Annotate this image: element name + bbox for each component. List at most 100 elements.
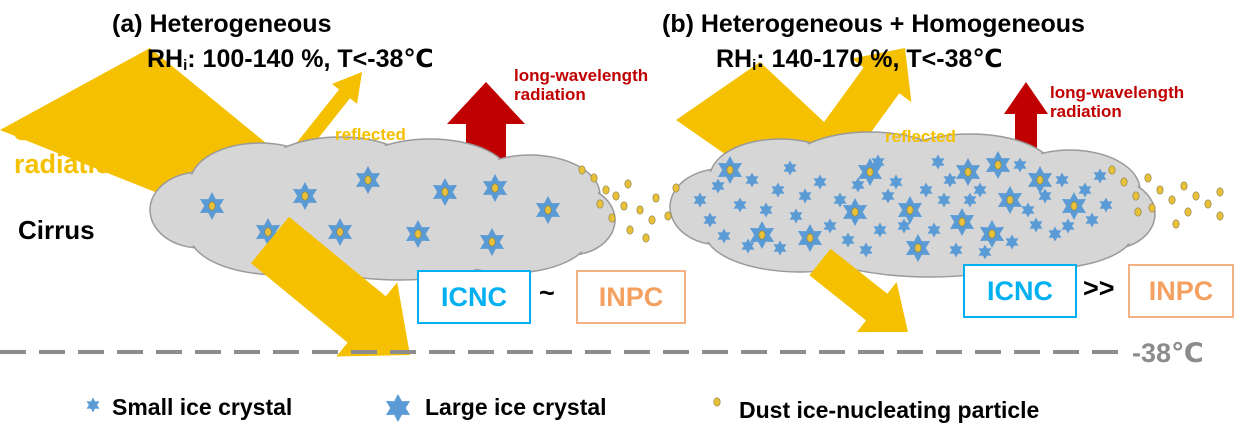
small-ice-crystal-icon bbox=[1099, 197, 1113, 213]
longwave-label-line2: radiation bbox=[1050, 102, 1122, 121]
small-ice-crystal-icon bbox=[833, 192, 847, 208]
small-ice-crystal-icon bbox=[881, 188, 895, 204]
dust-particle-icon bbox=[624, 179, 632, 189]
small-ice-crystal-icon bbox=[783, 160, 797, 176]
dust-particle-icon bbox=[602, 185, 610, 195]
small-ice-crystal-icon bbox=[741, 238, 755, 254]
small-ice-crystal-icon bbox=[931, 154, 945, 170]
small-ice-crystal-icon bbox=[771, 182, 785, 198]
panel-a-inpc-box: INPC bbox=[576, 270, 686, 324]
small-ice-crystal-icon bbox=[841, 232, 855, 248]
dust-particle-icon bbox=[642, 233, 650, 243]
small-ice-crystal-icon bbox=[927, 222, 941, 238]
panel-a-reflected-label: reflected bbox=[335, 125, 406, 144]
large-ice-crystal-icon bbox=[255, 218, 281, 246]
large-ice-crystal-icon bbox=[979, 220, 1005, 248]
dust-particle-icon bbox=[1108, 165, 1116, 175]
dust-particle-icon bbox=[612, 191, 620, 201]
dust-particle-icon bbox=[620, 201, 628, 211]
dust-particle-icon bbox=[648, 215, 656, 225]
small-ice-crystal-icon bbox=[733, 197, 747, 213]
small-ice-crystal-icon bbox=[717, 228, 731, 244]
panel-b-icnc-box: ICNC bbox=[963, 264, 1077, 318]
solar-label-line1: Solar bbox=[14, 116, 82, 146]
large-ice-crystal-icon bbox=[717, 156, 743, 184]
small-ice-crystal-icon bbox=[871, 154, 885, 170]
dust-particle-icon bbox=[1156, 185, 1164, 195]
small-ice-crystal-icon bbox=[773, 240, 787, 256]
large-ice-crystal-icon bbox=[327, 218, 353, 246]
small-ice-crystal-icon bbox=[943, 172, 957, 188]
small-ice-crystal-icon bbox=[919, 182, 933, 198]
large-ice-crystal-icon bbox=[479, 228, 505, 256]
panel-b-inpc-box: INPC bbox=[1128, 264, 1234, 318]
dust-particle-icon bbox=[1216, 187, 1224, 197]
dust-particle-icon bbox=[596, 199, 604, 209]
small-ice-crystal-icon bbox=[851, 177, 865, 193]
dust-particle-icon bbox=[636, 205, 644, 215]
panel-b-longwave-label: long-wavelength radiation bbox=[1050, 83, 1184, 121]
dust-particle-icon bbox=[664, 211, 672, 221]
dust-particle-icon bbox=[626, 225, 634, 235]
rh-condition-text: : 100-140 %, T<-38℃ bbox=[187, 45, 434, 73]
dust-particle-icon bbox=[1180, 181, 1188, 191]
panel-b-reflected-label: reflected bbox=[885, 127, 956, 146]
large-ice-crystal-icon bbox=[482, 174, 508, 202]
dust-particle-icon bbox=[608, 213, 616, 223]
small-ice-crystal-icon bbox=[789, 208, 803, 224]
dust-particle-icon bbox=[1132, 191, 1140, 201]
legend-dust-particle-icon bbox=[713, 397, 721, 407]
dust-particle-icon bbox=[1144, 173, 1152, 183]
dust-particle-icon bbox=[1172, 219, 1180, 229]
large-ice-crystal-icon bbox=[405, 220, 431, 248]
panel-b-title: (b) Heterogeneous + Homogeneous bbox=[662, 10, 1085, 38]
large-ice-crystal-icon bbox=[199, 192, 225, 220]
solar-beam-transmitted-b bbox=[809, 248, 908, 333]
large-ice-crystal-icon bbox=[985, 151, 1011, 179]
small-ice-crystal-icon bbox=[963, 192, 977, 208]
small-ice-crystal-icon bbox=[1038, 188, 1052, 204]
small-ice-crystal-icon bbox=[873, 222, 887, 238]
panel-b-rh-condition: RHi: 140-170 %, T<-38℃ bbox=[716, 44, 1003, 74]
small-ice-crystal-icon bbox=[1061, 218, 1075, 234]
temperature-line-label: -38℃ bbox=[1132, 338, 1204, 368]
small-ice-crystal-icon bbox=[978, 244, 992, 260]
small-ice-crystal-icon bbox=[859, 242, 873, 258]
small-ice-crystal-icon bbox=[1021, 202, 1035, 218]
large-ice-crystal-icon bbox=[535, 196, 561, 224]
legend-dust-particle: Dust ice-nucleating particle bbox=[739, 397, 1040, 423]
small-ice-crystal-icon bbox=[1093, 168, 1107, 184]
large-ice-crystal-icon bbox=[797, 224, 823, 252]
small-ice-crystal-icon bbox=[1005, 234, 1019, 250]
solar-label-line2: radiation bbox=[14, 149, 129, 179]
large-ice-crystal-icon bbox=[997, 186, 1023, 214]
rh-subscript: i bbox=[183, 57, 188, 74]
legend-small-star-icon bbox=[86, 397, 100, 413]
solar-beam-transmitted-a bbox=[251, 216, 410, 357]
large-ice-crystal-icon bbox=[292, 182, 318, 210]
legend-small-ice-crystal: Small ice crystal bbox=[112, 394, 293, 420]
dust-particle-icon bbox=[1168, 195, 1176, 205]
dust-particle-icon bbox=[1184, 207, 1192, 217]
longwave-label-line1: long-wavelength bbox=[514, 66, 649, 85]
panel-a-relation-operator: ~ bbox=[539, 278, 555, 308]
legend-large-ice-crystal: Large ice crystal bbox=[425, 394, 607, 420]
solar-radiation-label: Solar radiation bbox=[14, 115, 128, 181]
dust-particle-icon bbox=[672, 183, 680, 193]
large-ice-crystal-icon bbox=[857, 158, 883, 186]
small-ice-crystal-icon bbox=[798, 188, 812, 204]
panel-a-icnc-box: ICNC bbox=[417, 270, 531, 324]
small-ice-crystal-icon bbox=[693, 192, 707, 208]
large-ice-crystal-icon bbox=[842, 198, 868, 226]
small-ice-crystal-icon bbox=[711, 178, 725, 194]
dust-particle-icon bbox=[1192, 191, 1200, 201]
small-ice-crystal-icon bbox=[949, 242, 963, 258]
dust-particle-icon bbox=[1120, 177, 1128, 187]
small-ice-crystal-icon bbox=[1078, 182, 1092, 198]
longwave-label-line2: radiation bbox=[514, 85, 586, 104]
small-ice-crystal-icon bbox=[1029, 217, 1043, 233]
rh-prefix: RH bbox=[716, 45, 753, 73]
small-ice-crystal-icon bbox=[889, 174, 903, 190]
large-ice-crystal-icon bbox=[955, 158, 981, 186]
